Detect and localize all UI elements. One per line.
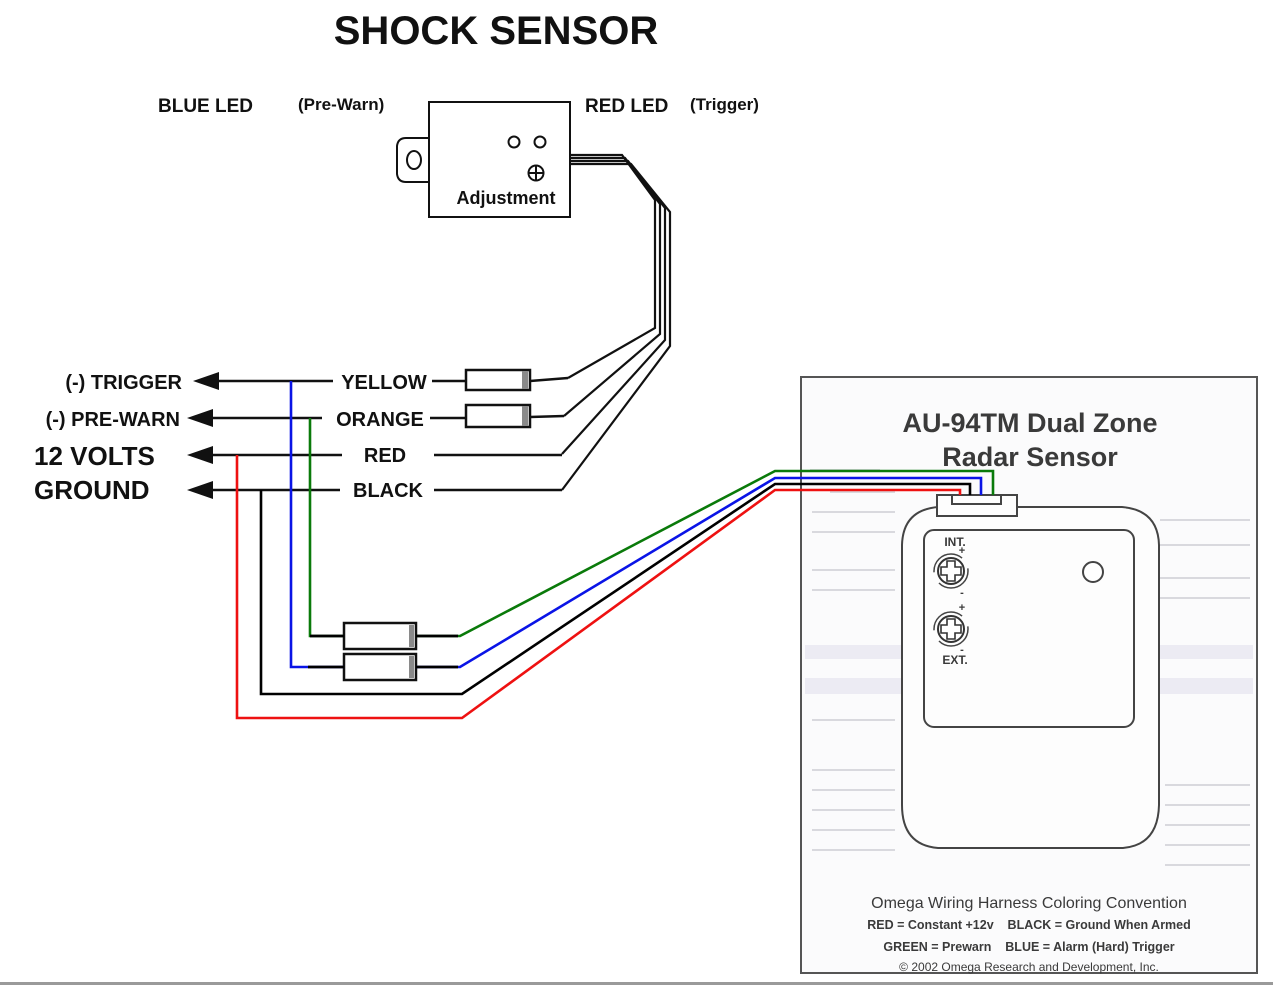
int-minus: - — [960, 587, 964, 599]
sensor-body — [428, 101, 571, 218]
red-led-note: (Trigger) — [690, 95, 759, 114]
cable-black — [561, 162, 672, 491]
arrow-left-icon — [187, 446, 213, 464]
radar-title-line1: AU-94TM Dual Zone — [902, 408, 1157, 438]
arrow-left-icon — [193, 372, 219, 390]
radar-sensor-card: AU-94TM Dual Zone Radar Sensor INT. + - … — [800, 376, 1258, 974]
radar-connector — [936, 494, 1018, 517]
sensor-cable-bundle — [561, 153, 672, 491]
adjustment-label: Adjustment — [457, 188, 556, 208]
harness-wire-black — [259, 482, 972, 696]
diode-green — [342, 621, 418, 651]
wire-label-red: RED — [364, 445, 406, 467]
diode-orange — [464, 403, 532, 429]
cable-red — [561, 159, 667, 455]
convention-line1: RED = Constant +12v BLACK = Ground When … — [867, 918, 1191, 932]
harness-taps — [342, 621, 418, 682]
convention-line2: GREEN = Prewarn BLUE = Alarm (Hard) Trig… — [883, 940, 1174, 954]
convention-title: Omega Wiring Harness Coloring Convention — [871, 895, 1187, 912]
cable-orange — [563, 156, 662, 417]
arrow-left-icon — [187, 409, 213, 427]
ext-sensitivity-knob-icon[interactable] — [933, 611, 969, 647]
radar-led-icon — [1082, 561, 1104, 583]
wire-label-orange: ORANGE — [336, 409, 424, 431]
output-label-prewarn: (-) PRE-WARN — [46, 409, 180, 431]
diode-blue — [342, 652, 418, 682]
red-led-label: RED LED — [585, 96, 668, 117]
red-led-icon — [533, 135, 547, 149]
int-label: INT. — [944, 535, 965, 549]
output-lines — [187, 368, 569, 499]
output-label-trigger: (-) TRIGGER — [65, 372, 182, 394]
wire-label-yellow: YELLOW — [341, 372, 427, 394]
mounting-hole-icon — [406, 150, 422, 170]
output-label-12v: 12 VOLTS — [34, 441, 155, 471]
ext-plus: + — [959, 602, 965, 614]
harness-wire-green — [308, 418, 344, 638]
ext-label: EXT. — [942, 653, 967, 667]
bottom-divider — [0, 982, 1273, 985]
radar-title-line2: Radar Sensor — [942, 442, 1118, 472]
copyright-text: © 2002 Omega Research and Development, I… — [899, 960, 1159, 974]
shock-sensor-module: Adjustment — [396, 101, 571, 218]
blue-led-icon — [507, 135, 521, 149]
blue-led-note: (Pre-Warn) — [298, 95, 384, 114]
int-plus: + — [959, 545, 965, 557]
ext-minus: - — [960, 644, 964, 656]
arrow-left-icon — [187, 481, 213, 499]
cable-yellow — [567, 153, 657, 379]
blue-led-label: BLUE LED — [158, 96, 253, 117]
output-label-ground: GROUND — [34, 475, 150, 505]
radar-inner-panel — [923, 529, 1135, 728]
adjustment-screw-icon[interactable] — [527, 164, 545, 182]
wire-label-black: BLACK — [353, 480, 424, 502]
harness-wire-red — [235, 455, 962, 720]
diode-yellow — [464, 368, 532, 392]
diagram-title: SHOCK SENSOR — [334, 9, 659, 53]
harness-wires — [235, 381, 995, 720]
int-sensitivity-knob-icon[interactable] — [933, 553, 969, 589]
